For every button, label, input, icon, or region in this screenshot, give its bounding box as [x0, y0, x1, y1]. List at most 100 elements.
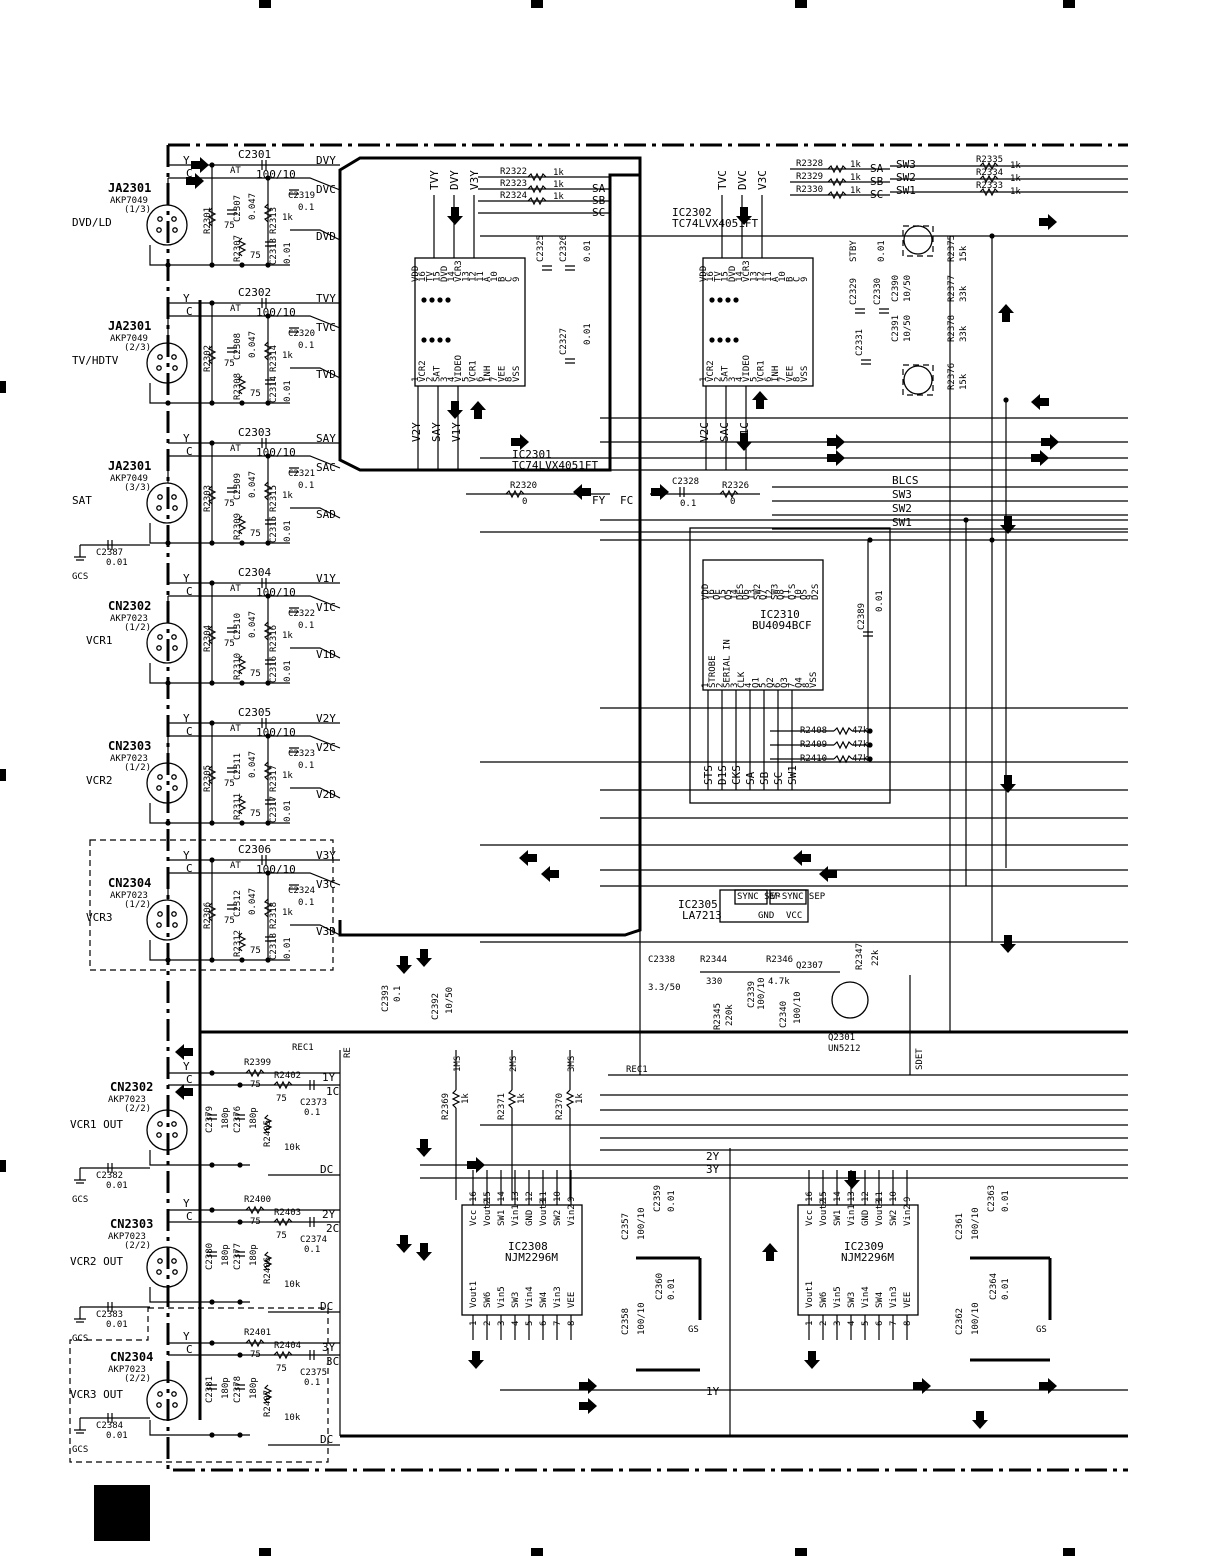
cap-type: AT — [230, 861, 241, 871]
wire — [265, 519, 275, 525]
njm-top-name: Vin2 — [567, 1204, 577, 1226]
cap-value: 0.1 — [393, 986, 403, 1002]
cap-ref: C2387 — [96, 548, 123, 558]
mux-bot-pin: 1 — [699, 377, 709, 382]
res-value: 0 — [730, 497, 735, 507]
njm-top-pin: 9 — [903, 1197, 913, 1202]
cap-ref: C2382 — [96, 1171, 123, 1181]
wire — [290, 229, 341, 241]
njm-bot-pin: 7 — [889, 1321, 899, 1326]
coupling-cap-ref: C2303 — [238, 426, 271, 439]
mux-top-pin: 14 — [735, 271, 745, 282]
jack-pin — [172, 1132, 178, 1138]
shift-bot-pin: Q1 — [751, 677, 761, 688]
mux-top-pin: 13 — [749, 271, 759, 282]
junction — [209, 857, 215, 863]
res-ref: R2328 — [796, 159, 823, 169]
wire — [263, 898, 273, 918]
wire — [168, 315, 341, 329]
njm-top-pin: 13 — [847, 1191, 857, 1202]
junction — [237, 1162, 243, 1168]
wire — [309, 1350, 315, 1360]
wire — [309, 1080, 315, 1090]
ic2302-ref: IC2302 — [672, 206, 712, 219]
res-value: 75 — [250, 1350, 261, 1360]
shift-top-pin: 10 — [794, 589, 804, 600]
mux-bot-pin: SAT — [721, 365, 731, 382]
optional-block-vcr3-in — [89, 839, 334, 971]
njm-top-pin: 11 — [875, 1191, 885, 1202]
cap-value: 100/10 — [757, 977, 767, 1010]
junction — [237, 1432, 243, 1438]
junction — [709, 337, 715, 343]
wire — [636, 1256, 1050, 1372]
cap-value: 0.1 — [304, 1378, 320, 1388]
junction — [165, 400, 171, 406]
wire — [261, 298, 267, 308]
pin-y: Y — [183, 849, 190, 862]
jack-pin — [172, 1269, 178, 1275]
ic2308-ref: IC2308 — [508, 1240, 548, 1253]
cap-ref: C2377 — [233, 1243, 243, 1270]
njm-bot-name: Vin5 — [497, 1286, 507, 1308]
mux-bot-pin: 3 — [440, 377, 450, 382]
cap-value: 180p — [249, 1244, 259, 1266]
jack-pin — [157, 774, 163, 780]
junction — [209, 262, 215, 268]
njm-top-pin: 12 — [525, 1191, 535, 1202]
signal-arrow — [736, 433, 752, 451]
res-value: 75 — [224, 359, 235, 369]
connector-part: AKP7023 — [110, 754, 148, 764]
mux-bot-pin: VCR1 — [757, 360, 767, 382]
wire — [289, 327, 299, 333]
cap-ref: C2321 — [288, 469, 315, 479]
wire — [207, 345, 217, 365]
cap-ref: C2308 — [233, 333, 243, 360]
cap-ref: C2362 — [955, 1308, 965, 1335]
res-ref: R2316 — [269, 625, 279, 652]
net-dc: DC — [320, 1163, 333, 1176]
net-c: V3C — [316, 878, 336, 891]
njm-top-name: GND — [861, 1210, 871, 1226]
cap-value: 180p — [221, 1377, 231, 1399]
jack-pin — [172, 785, 178, 791]
coupling-cap-ref: C2304 — [238, 566, 271, 579]
mux-bot-pin: SAT — [433, 365, 443, 382]
wire — [527, 172, 547, 182]
connector-unit: (2/2) — [124, 1374, 151, 1384]
wire — [542, 265, 552, 271]
connector-unit: (2/2) — [124, 1241, 151, 1251]
wire — [263, 203, 273, 223]
wire — [207, 1251, 217, 1257]
signal-arrow — [752, 391, 768, 409]
njm-bot-name: SW3 — [847, 1292, 857, 1308]
pin-c: C — [186, 1073, 193, 1086]
res-value: 75 — [250, 251, 261, 261]
cap-value: 100/10 — [793, 991, 803, 1024]
mux-bot-pin: 1 — [411, 377, 421, 382]
res-value: 1k — [517, 1093, 527, 1104]
transistor-ref: Q2301 — [828, 1033, 855, 1043]
junction — [421, 337, 427, 343]
signal-arrow — [804, 1351, 820, 1369]
mux-bot-pin: 7 — [490, 377, 500, 382]
njm-bot-name: Vin4 — [861, 1286, 871, 1308]
mux-top-pin: VDD — [699, 266, 709, 282]
junction — [989, 233, 995, 239]
mux-top-pin: 16 — [418, 271, 428, 282]
connector-label: VCR3 — [86, 911, 113, 924]
bus-label: SW2 — [892, 502, 912, 515]
cap-value: 100/10 — [637, 1207, 647, 1240]
net-dc: DC — [320, 1433, 333, 1446]
junction — [867, 742, 873, 748]
junction — [709, 297, 715, 303]
jack-pin — [172, 1402, 178, 1408]
page-corner-block — [94, 1485, 150, 1541]
cap-ref: C2331 — [855, 329, 865, 356]
mux-top-pin: 9 — [800, 277, 810, 282]
shift-top-pin: 9 — [805, 595, 815, 600]
signal-arrow — [396, 956, 412, 974]
cap-value: 0.01 — [875, 590, 885, 612]
mux-top-pin: VCR3 — [742, 260, 752, 282]
